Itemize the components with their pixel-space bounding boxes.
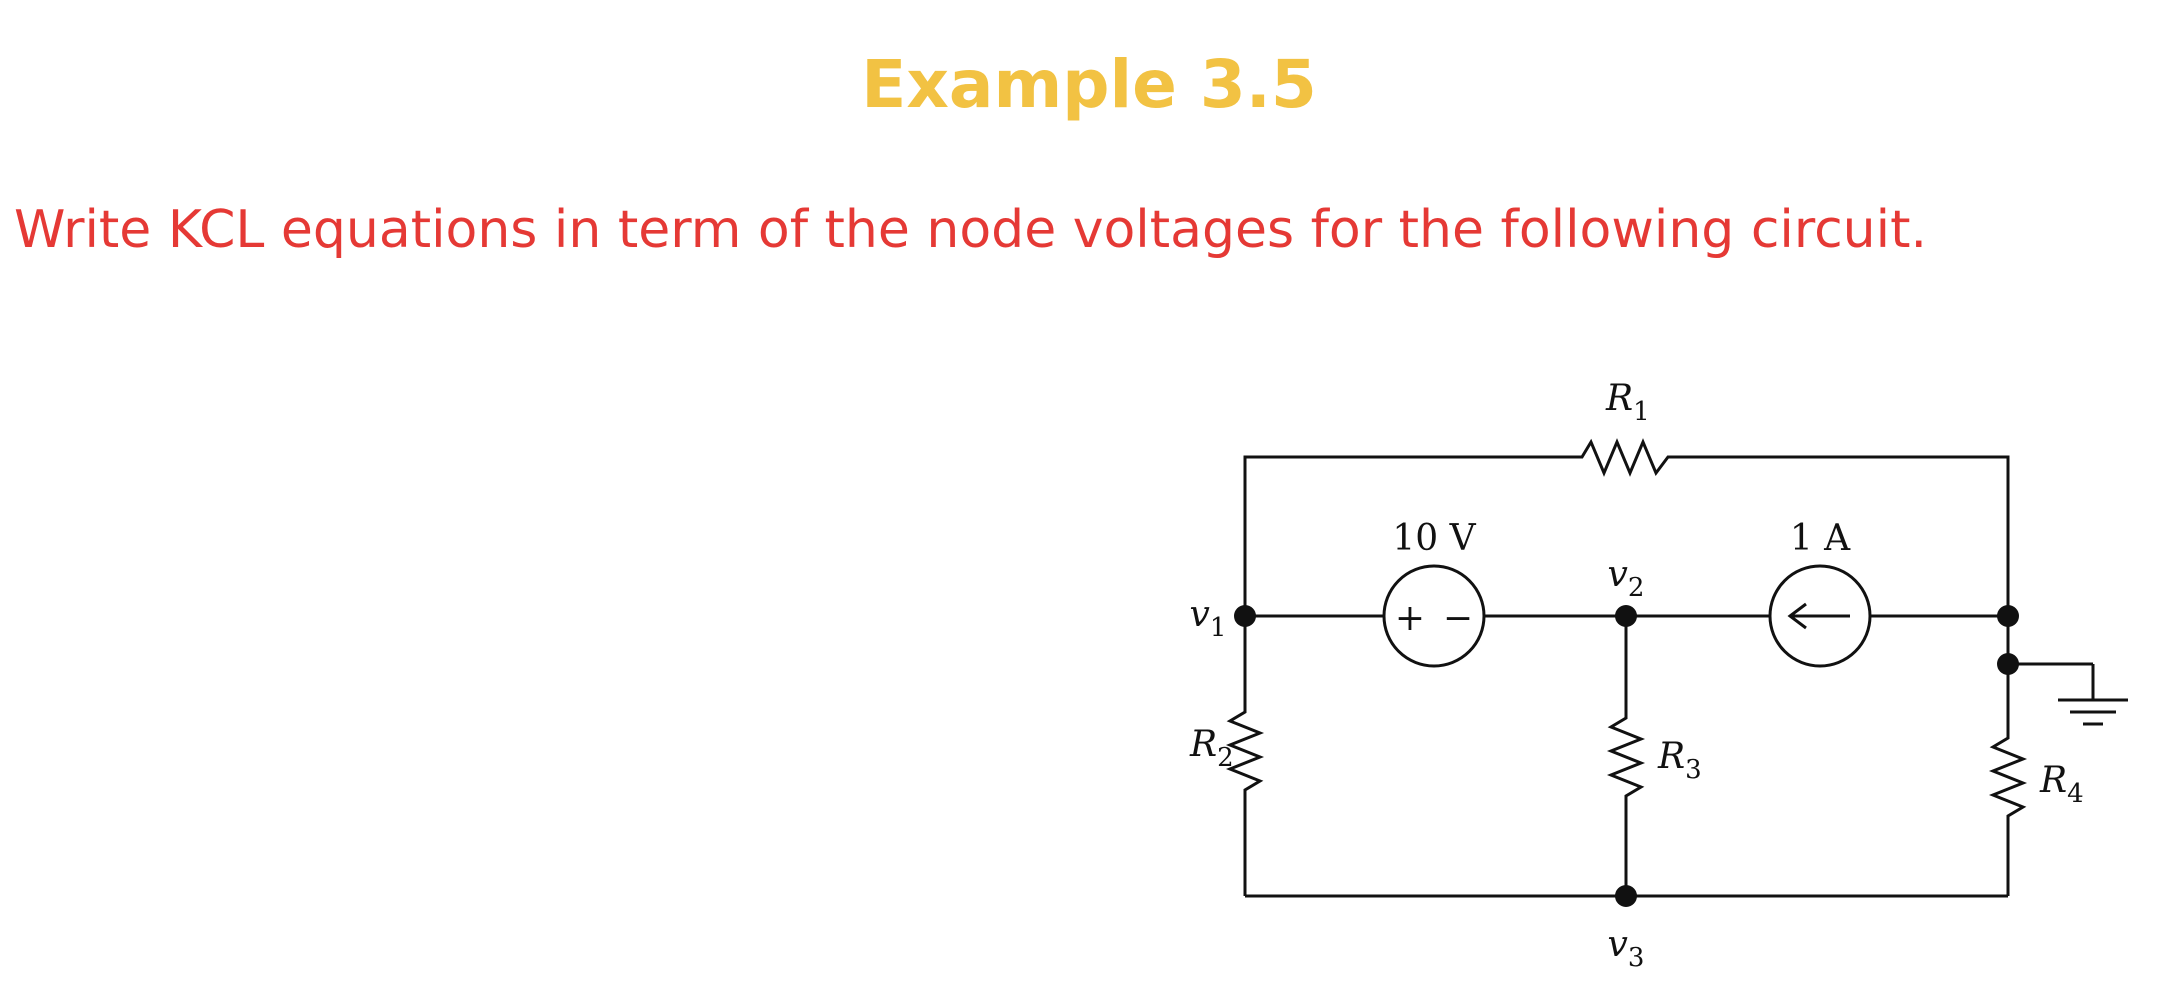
label-r4: R4 [2039, 760, 2084, 809]
ground-icon [2008, 662, 2128, 726]
label-v3: v3 [1608, 924, 1645, 973]
node-dot-v3 [1615, 885, 1637, 907]
current-source-value: 1 A [1790, 518, 1851, 559]
node-dot-v1 [1234, 605, 1256, 627]
resistor-r3 [1606, 616, 1646, 896]
slide-title: Example 3.5 [861, 46, 1317, 123]
voltage-source-minus: − [1443, 598, 1473, 639]
node-dot-v2 [1615, 605, 1637, 627]
wire-top [1243, 438, 2010, 668]
label-v2: v2 [1608, 554, 1645, 603]
node-dot-ground [1997, 653, 2019, 675]
voltage-source-value: 10 V [1392, 518, 1476, 559]
label-r2: R2 [1189, 724, 1234, 773]
label-r3: R3 [1657, 736, 1702, 785]
resistor-r2 [1225, 616, 1265, 896]
problem-statement: Write KCL equations in term of the node … [14, 200, 1928, 260]
voltage-source-plus: + [1395, 598, 1425, 639]
label-r1: R1 [1605, 378, 1650, 427]
node-dot-right [1997, 605, 2019, 627]
resistor-r4 [1988, 664, 2028, 896]
label-v1: v1 [1190, 594, 1227, 643]
arrow-left-icon [1787, 602, 1850, 630]
